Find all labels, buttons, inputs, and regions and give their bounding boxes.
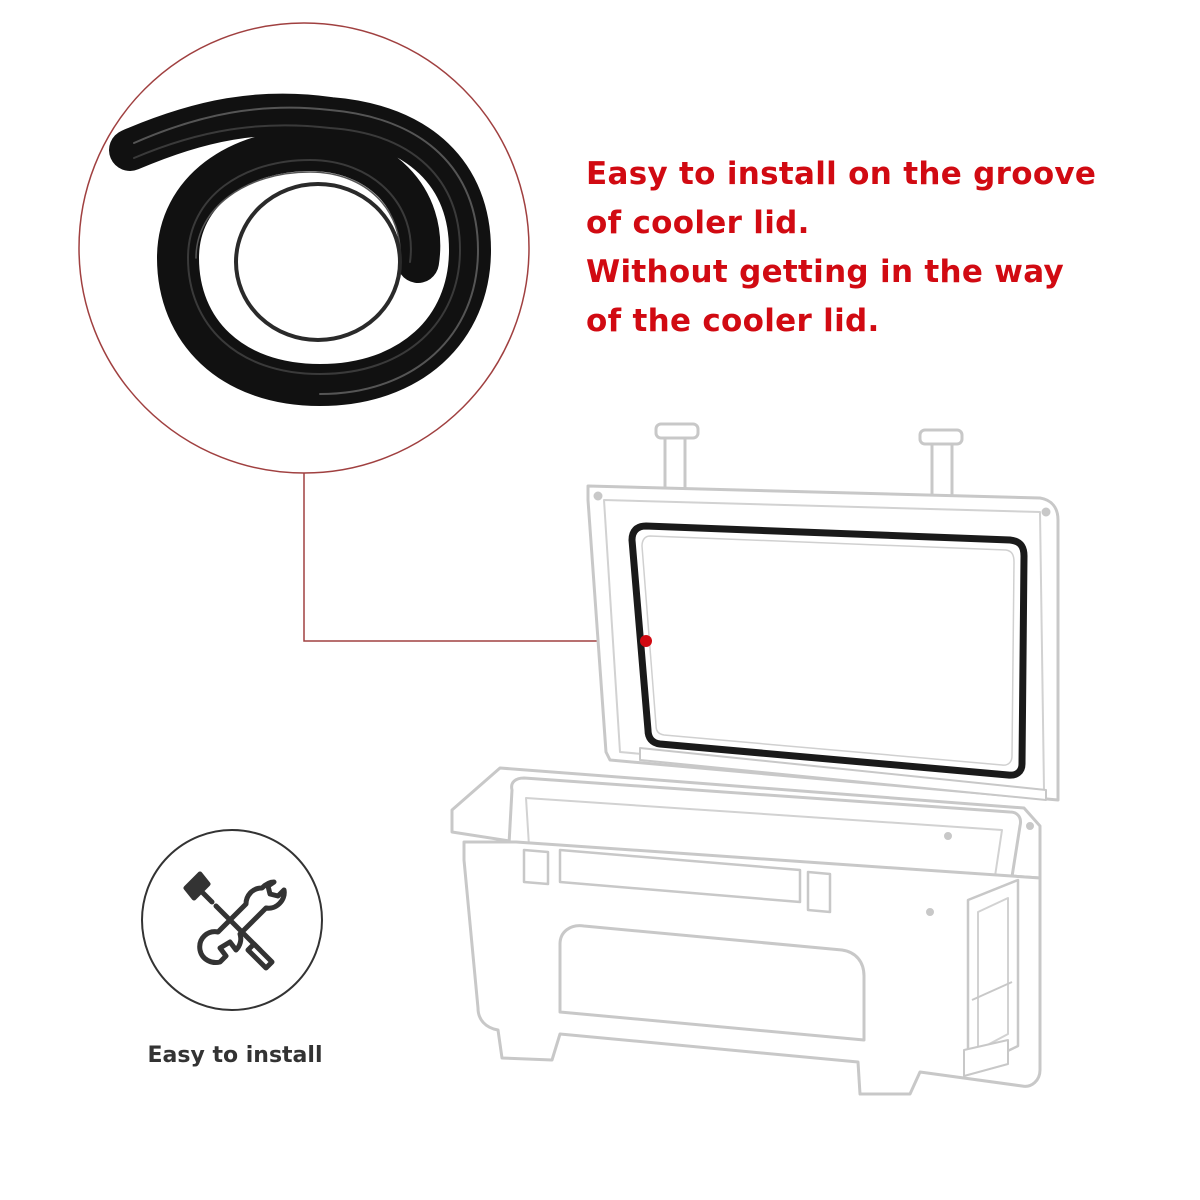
easy-install-label: Easy to install [147, 1043, 323, 1068]
lid-gasket [628, 522, 1028, 779]
screwdriver-wrench-icon [183, 871, 287, 971]
callout-leader-line [303, 473, 646, 642]
headline-line-1: Easy to install on the groove [586, 156, 1097, 192]
gasket-coil-image [109, 93, 492, 407]
headline-line-3: Without getting in the way [586, 254, 1065, 290]
cooler-front-panel [558, 924, 866, 1042]
gasket-zoom-callout [78, 22, 530, 474]
cooler-drawing [450, 422, 1060, 1096]
easy-install-badge [141, 829, 323, 1011]
headline-line-4: of the cooler lid. [586, 303, 880, 339]
feature-headline: Easy to install on the groove of cooler … [586, 150, 1166, 346]
headline-line-2: of cooler lid. [586, 205, 810, 241]
callout-point [640, 635, 652, 647]
